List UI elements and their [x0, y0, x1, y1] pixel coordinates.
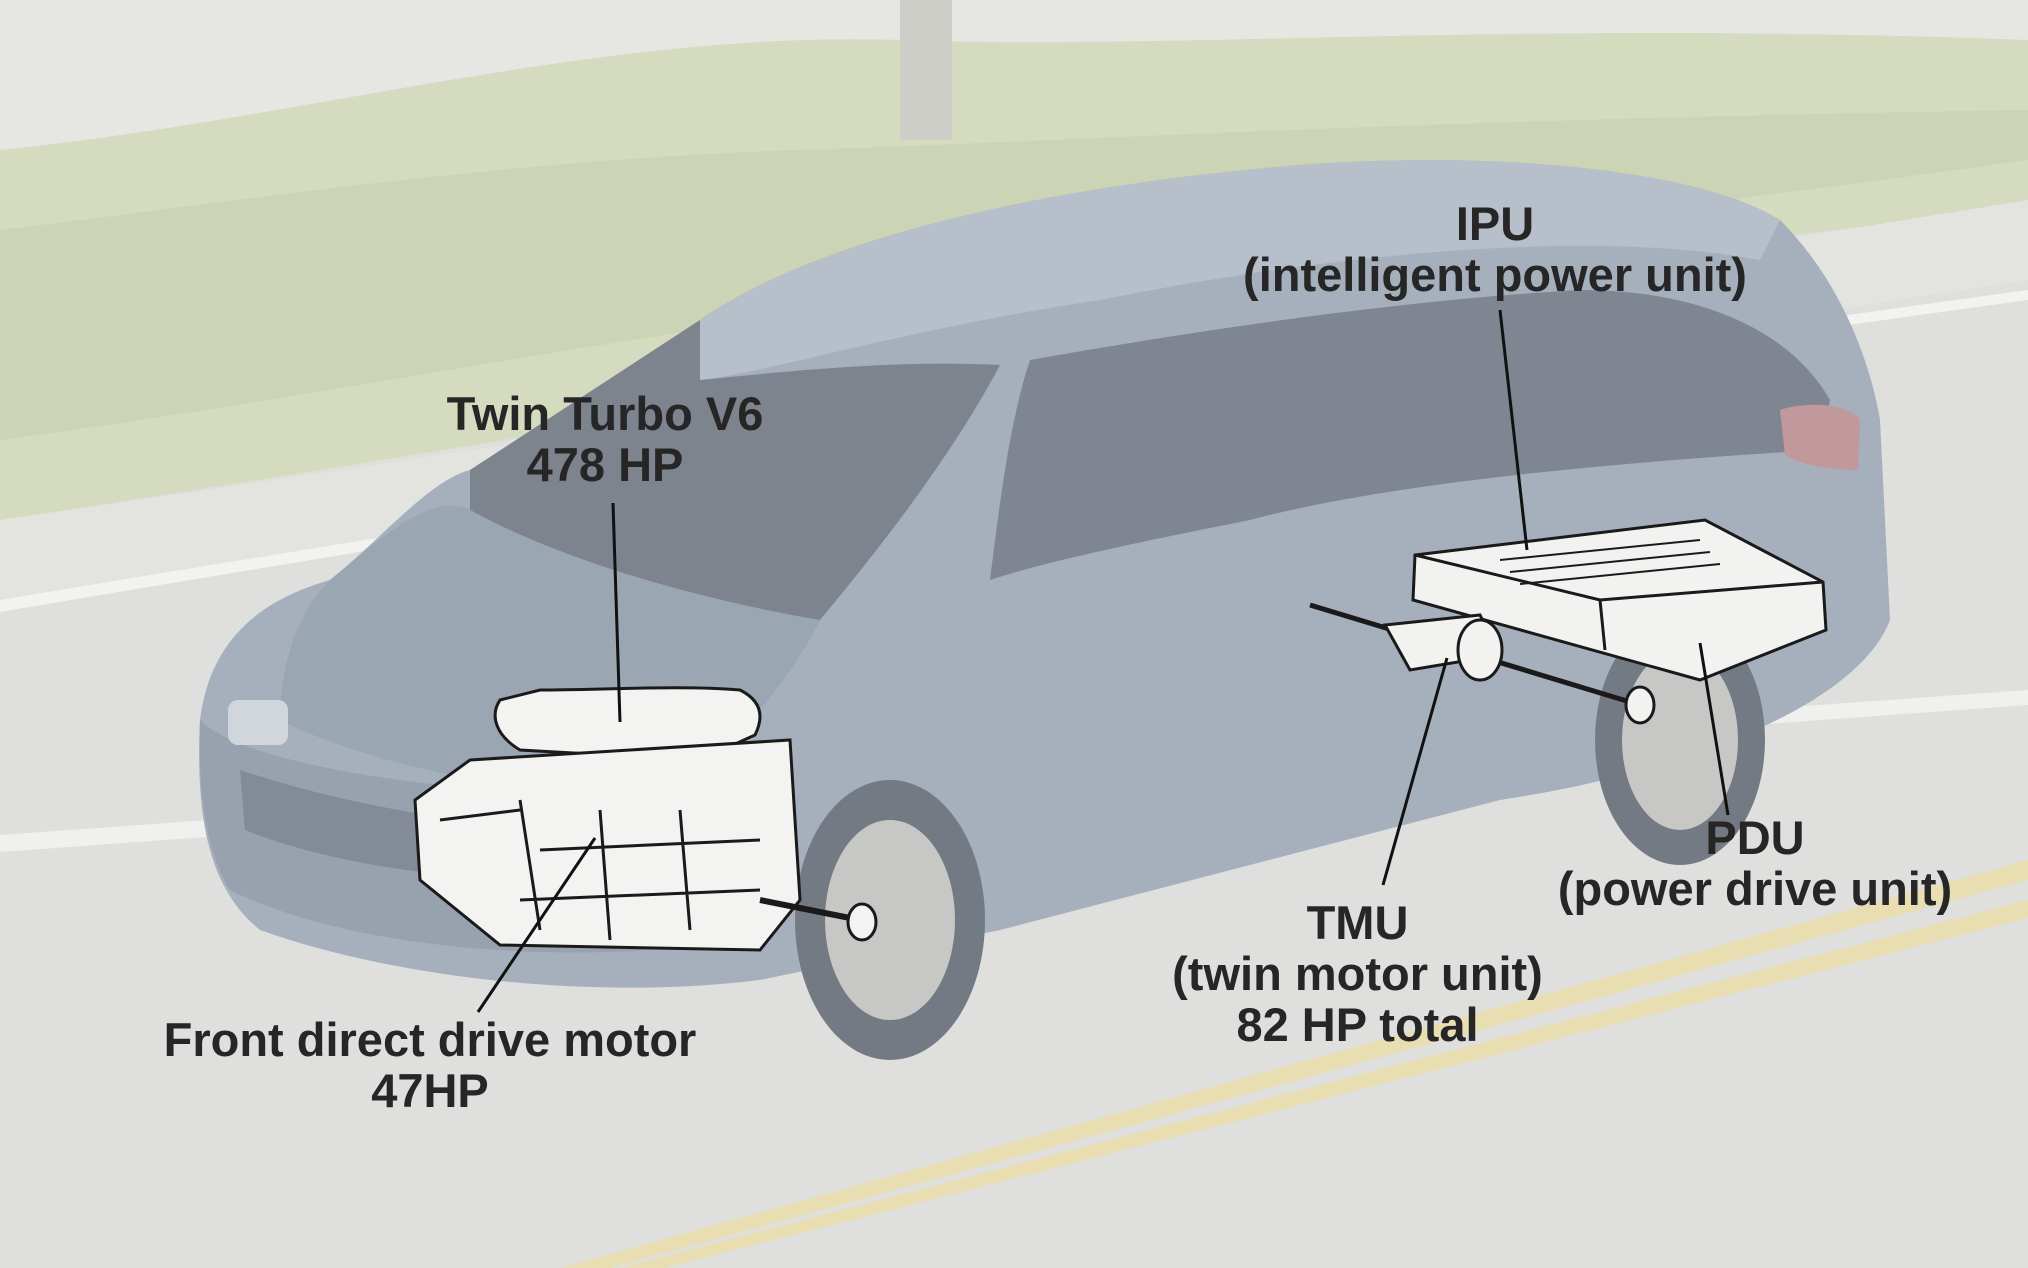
- tmu-sketch: [1309, 602, 1656, 725]
- leader-line-front-motor: [476, 837, 597, 1013]
- label-front-motor-line1: Front direct drive motor: [163, 1013, 697, 1066]
- windshield: [470, 320, 1000, 620]
- battery-sketch: [1411, 518, 1828, 682]
- tree-trunk: [900, 0, 952, 140]
- label-engine: Twin Turbo V6 478 HP: [430, 388, 780, 490]
- yellow-stripe-2: [620, 900, 2028, 1268]
- label-front-motor-line2: 47HP: [371, 1064, 489, 1117]
- yellow-stripe-1: [560, 860, 2028, 1268]
- label-engine-line1: Twin Turbo V6: [446, 387, 764, 440]
- leader-line-tmu: [1381, 657, 1449, 886]
- side-windows: [990, 290, 1830, 580]
- front-rim: [825, 820, 955, 1020]
- label-ipu-line1: IPU: [1455, 197, 1535, 250]
- label-pdu: PDU (power drive unit): [1535, 812, 1975, 914]
- van-roof: [700, 160, 1780, 380]
- label-ipu: IPU (intelligent power unit): [1205, 198, 1785, 300]
- engine-sketch: [413, 686, 878, 952]
- label-engine-line2: 478 HP: [526, 438, 684, 491]
- label-tmu-line3: 82 HP total: [1236, 998, 1479, 1051]
- label-ipu-line2: (intelligent power unit): [1243, 248, 1747, 301]
- leader-line-ipu: [1498, 309, 1529, 551]
- label-pdu-line2: (power drive unit): [1557, 862, 1953, 915]
- label-pdu-line1: PDU: [1705, 811, 1805, 864]
- label-tmu-line1: TMU: [1306, 896, 1409, 949]
- label-tmu-line2: (twin motor unit): [1172, 947, 1543, 1000]
- leader-line-pdu: [1698, 642, 1730, 816]
- label-front-motor: Front direct drive motor 47HP: [135, 1014, 725, 1116]
- leader-lines: [476, 309, 1730, 1013]
- tail-light: [1780, 404, 1860, 470]
- label-tmu: TMU (twin motor unit) 82 HP total: [1150, 897, 1565, 1050]
- leader-line-engine: [611, 502, 622, 723]
- headlight: [228, 700, 288, 745]
